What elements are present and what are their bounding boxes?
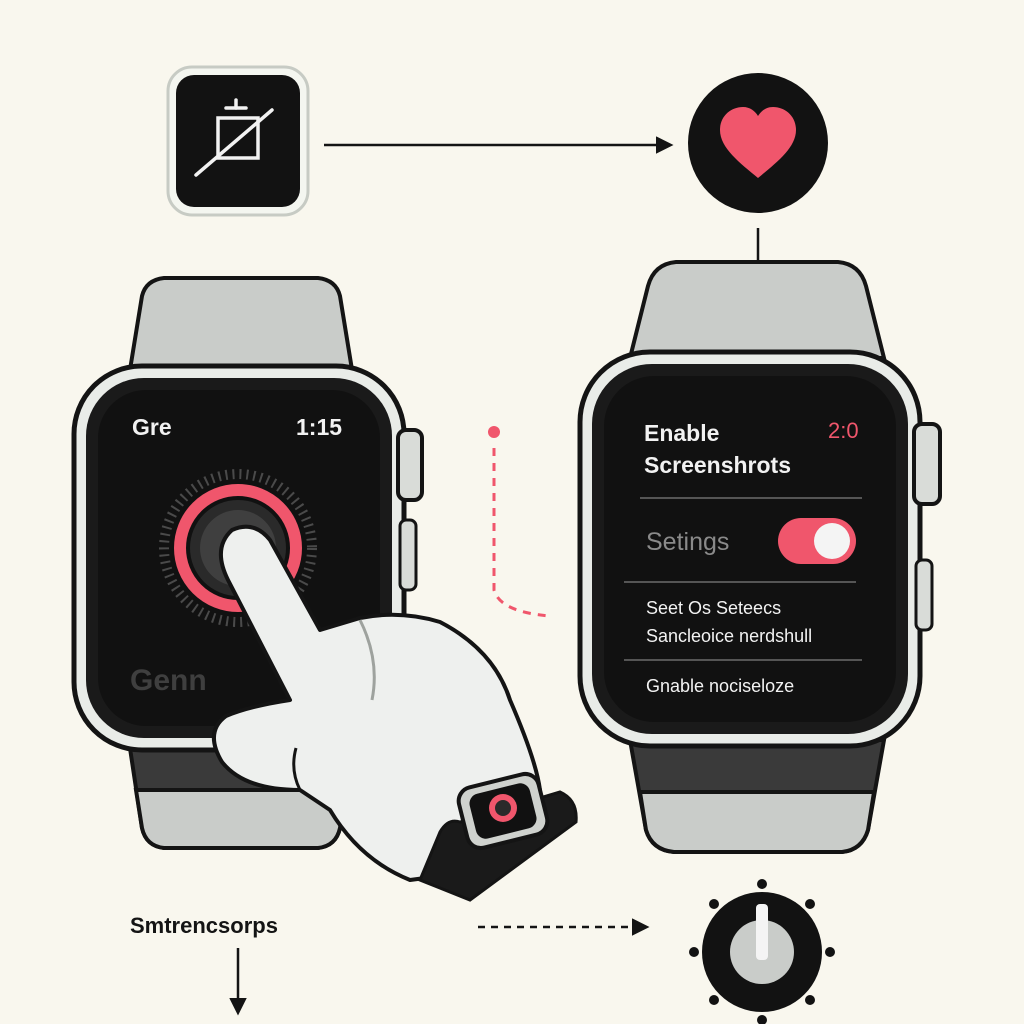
left-digital-crown[interactable] bbox=[396, 428, 424, 502]
right-watch-option-line1: Seet Os Seteecs bbox=[646, 598, 782, 618]
tap-connector-line bbox=[488, 426, 551, 618]
heart-icon bbox=[720, 107, 796, 178]
right-watch-option-line2: Sancleoice nerdshull bbox=[646, 626, 813, 646]
screenshot-toggle[interactable] bbox=[778, 518, 856, 564]
right-watch bbox=[577, 260, 942, 854]
clock-dial-icon[interactable] bbox=[689, 879, 835, 1024]
left-watch-app-label: Gre bbox=[132, 414, 172, 440]
right-watch-title-line2: Screenshrots bbox=[644, 452, 792, 478]
right-watch-top-band bbox=[627, 260, 887, 360]
right-watch-title-line1: Enable bbox=[644, 420, 720, 446]
health-app-icon[interactable] bbox=[688, 73, 828, 213]
right-watch-time: 2:0 bbox=[828, 418, 859, 443]
wrist-watch-icon bbox=[456, 771, 550, 851]
left-watch-time: 1:15 bbox=[296, 414, 343, 440]
left-watch-footer-label: Genn bbox=[130, 664, 207, 697]
pointing-hand bbox=[212, 524, 578, 902]
screenshot-crop-icon bbox=[194, 98, 274, 177]
right-watch-settings-label: Setings bbox=[646, 528, 730, 556]
right-digital-crown[interactable] bbox=[912, 422, 942, 506]
left-watch-top-band bbox=[125, 276, 357, 384]
right-watch-screen[interactable] bbox=[604, 376, 896, 722]
bottom-caption: Smtrencsorps bbox=[130, 913, 278, 938]
right-watch-footer-label: Gnable nociseloze bbox=[646, 676, 795, 696]
screenshot-app-icon[interactable] bbox=[166, 65, 310, 217]
